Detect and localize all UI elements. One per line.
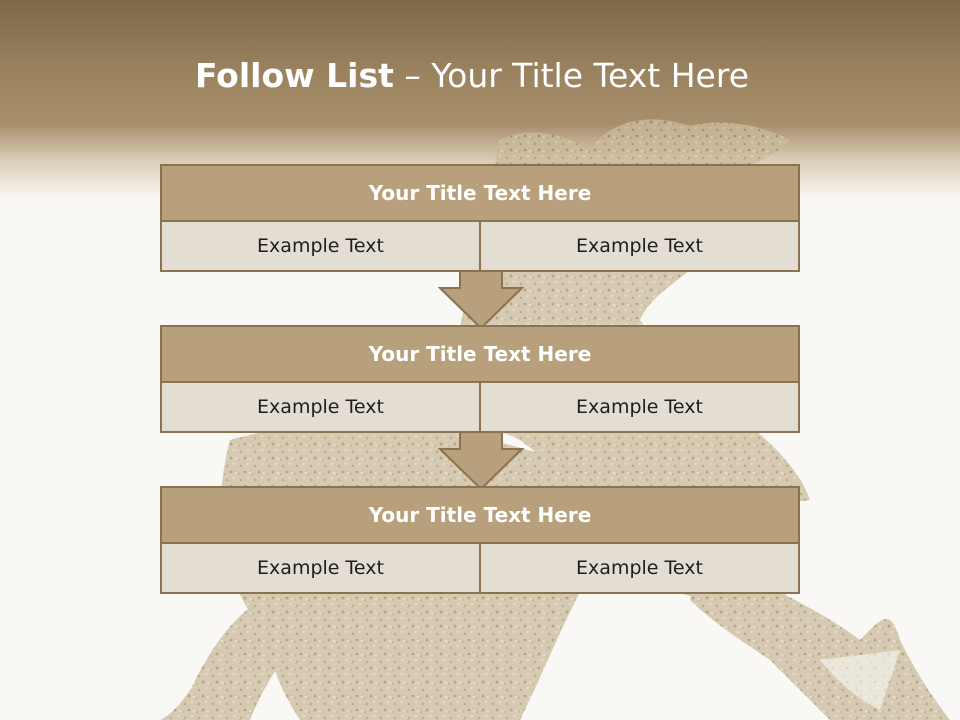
step-row: Example Text Example Text bbox=[162, 383, 798, 431]
slide-title-rest: Your Title Text Here bbox=[431, 56, 750, 95]
step-row: Example Text Example Text bbox=[162, 222, 798, 270]
step-row: Example Text Example Text bbox=[162, 544, 798, 592]
slide-title: Follow List – Your Title Text Here bbox=[0, 52, 944, 100]
step-title: Your Title Text Here bbox=[162, 166, 798, 222]
step-box-2: Your Title Text Here Example Text Exampl… bbox=[160, 325, 800, 433]
step-box-1: Your Title Text Here Example Text Exampl… bbox=[160, 164, 800, 272]
step-cell-right: Example Text bbox=[479, 222, 798, 270]
down-arrow-icon bbox=[438, 431, 524, 491]
slide-title-separator: – bbox=[393, 56, 432, 95]
step-cell-right: Example Text bbox=[479, 383, 798, 431]
step-cell-left: Example Text bbox=[162, 383, 479, 431]
step-cell-right: Example Text bbox=[479, 544, 798, 592]
step-box-3: Your Title Text Here Example Text Exampl… bbox=[160, 486, 800, 594]
step-title: Your Title Text Here bbox=[162, 488, 798, 544]
step-title: Your Title Text Here bbox=[162, 327, 798, 383]
step-cell-left: Example Text bbox=[162, 222, 479, 270]
down-arrow-icon bbox=[438, 270, 524, 330]
slide-title-bold: Follow List bbox=[194, 56, 394, 95]
step-cell-left: Example Text bbox=[162, 544, 479, 592]
